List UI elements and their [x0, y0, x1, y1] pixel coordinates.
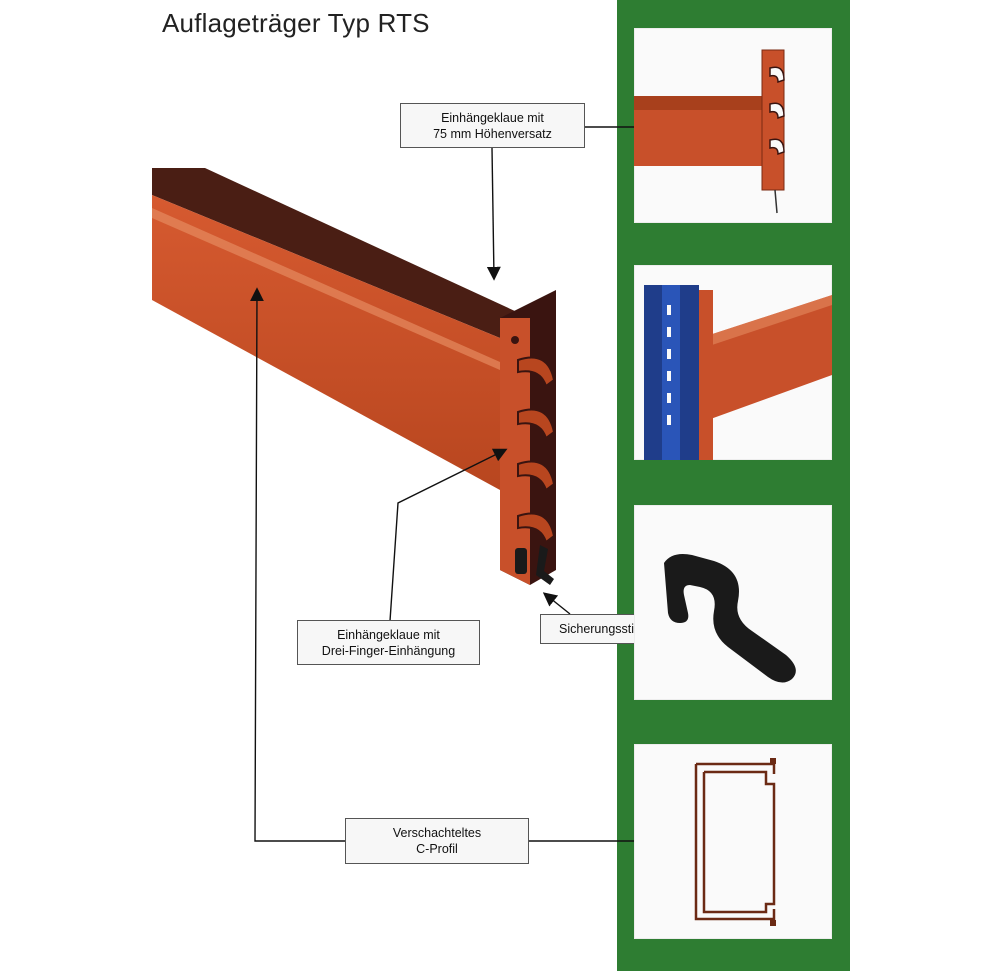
callout-safety-pin-label: Sicherungsstift — [559, 622, 641, 636]
callout-three-finger-line2: Drei-Finger-Einhängung — [321, 643, 456, 658]
three-finger-claws — [517, 356, 556, 544]
callout-claw-75mm-line1: Einhängeklaue mit — [441, 110, 544, 125]
page-title: Auflageträger Typ RTS — [162, 8, 430, 38]
callout-c-profile: Verschachteltes C-Profil — [345, 818, 529, 864]
beam-front-face — [152, 195, 500, 490]
thumb-c-profile-drawing — [694, 758, 776, 926]
thumb-claw-75mm-drawing — [634, 49, 785, 214]
callout-c-profile-line1: Verschachteltes — [392, 826, 482, 840]
thumb-safety-pin — [634, 505, 832, 700]
callout-claw-75mm: Einhängeklaue mit 75 mm Höhenversatz — [400, 103, 585, 148]
safety-pin — [515, 545, 554, 585]
thumb-c-profile — [634, 744, 832, 939]
callout-three-finger-line1: Einhängeklaue mit — [337, 627, 440, 642]
callout-three-finger-claw: Einhängeklaue mit Drei-Finger-Einhängung — [297, 620, 480, 665]
thumb-claw-75mm — [634, 28, 832, 223]
callout-claw-75mm-line2: 75 mm Höhenversatz — [433, 126, 552, 141]
thumb-upright-connection — [634, 265, 832, 460]
callout-c-profile-line2: C-Profil — [416, 842, 458, 856]
beam-top-face — [152, 168, 530, 338]
beam-stripe — [152, 208, 500, 370]
leader-lines — [249, 126, 634, 842]
thumb-safety-pin-drawing — [664, 554, 796, 683]
thumb-upright-drawing — [644, 285, 832, 460]
